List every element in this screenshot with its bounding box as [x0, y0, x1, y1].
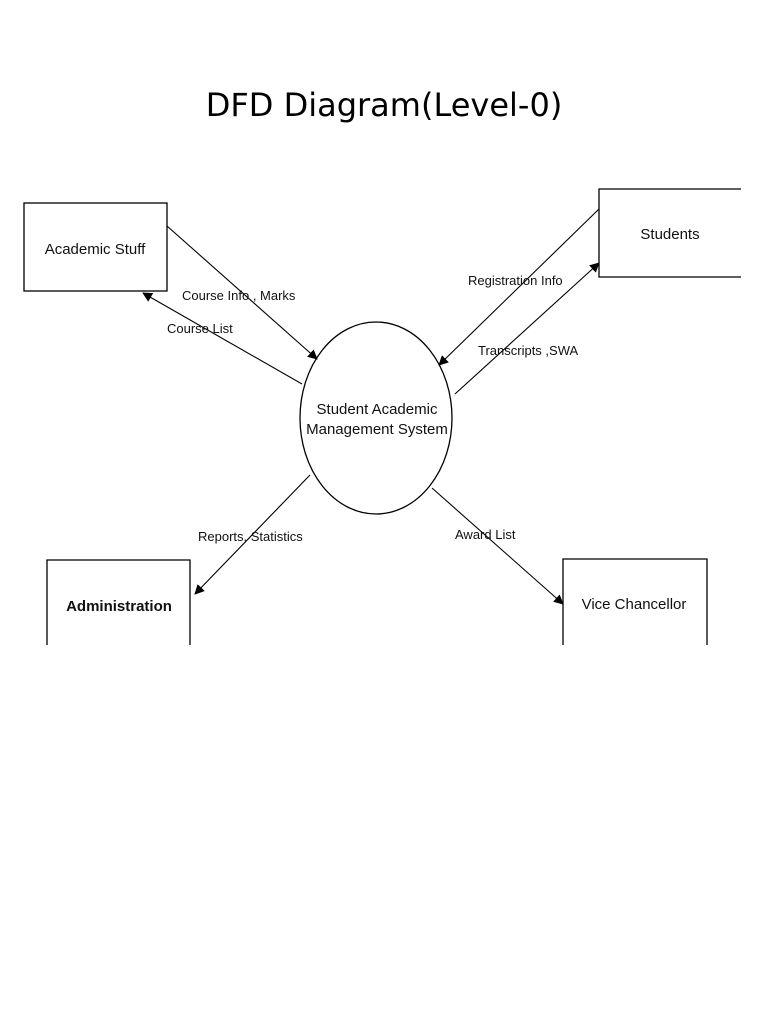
flow-transcripts-swa-arrow [454, 262, 600, 395]
entity-students: Students [598, 188, 741, 278]
flow-label-registration-info: Registration Info [468, 273, 563, 288]
process-circle [299, 321, 453, 515]
entity-administration: Administration [46, 559, 191, 645]
entity-box [23, 202, 168, 292]
entity-vice-chancellor: Vice Chancellor [562, 558, 708, 645]
page-title: DFD Diagram(Level-0) [205, 86, 563, 124]
entity-box [598, 188, 741, 278]
flow-reports-statistics-arrow [194, 474, 311, 595]
entity-label-vice-chancellor: Vice Chancellor [582, 596, 687, 613]
flow-course-list-arrow [142, 292, 303, 385]
entity-label-administration: Administration [66, 598, 172, 615]
flow-label-award-list: Award List [455, 527, 516, 542]
flow-label-transcripts-swa: Transcripts ,SWA [478, 343, 578, 358]
process-label-line1: Student Academic [317, 401, 438, 418]
process-student-academic-management-system: Student Academic Management System [299, 321, 453, 515]
entity-label-academic-staff: Academic Stuff [45, 241, 146, 258]
flow-label-course-list: Course List [167, 321, 233, 336]
entity-label-students: Students [640, 226, 699, 243]
flow-label-reports-statistics: Reports, Statistics [198, 529, 303, 544]
flow-registration-info-arrow [438, 208, 600, 366]
flow-award-list-arrow [431, 487, 564, 605]
entity-academic-staff: Academic Stuff [23, 202, 168, 292]
flow-course-info-marks-arrow [166, 225, 318, 360]
process-label-line2: Management System [306, 421, 448, 438]
entity-box [46, 559, 191, 645]
flow-label-course-info-marks: Course Info , Marks [182, 288, 296, 303]
